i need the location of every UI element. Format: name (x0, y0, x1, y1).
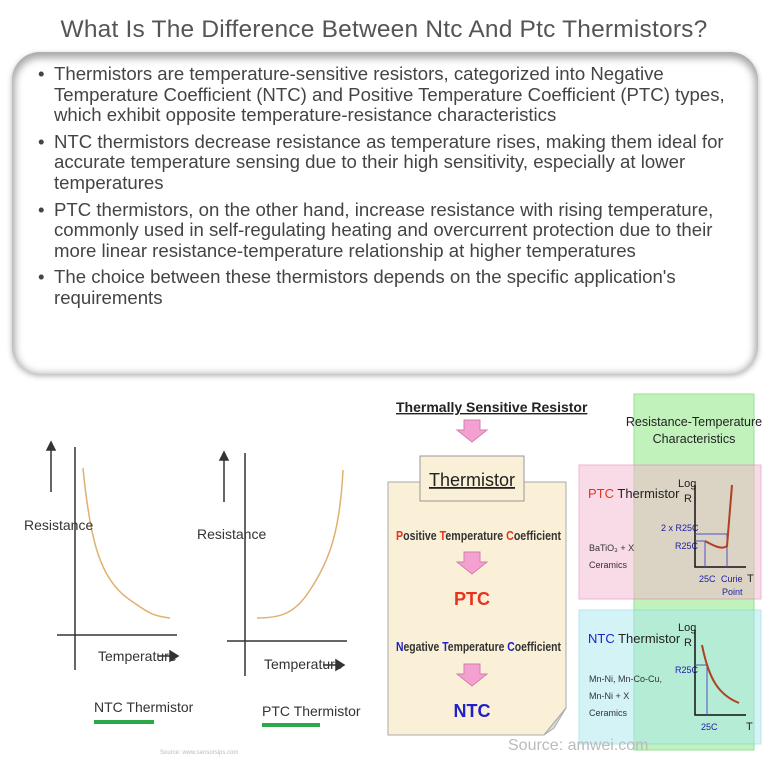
ptc-x-point: Point (722, 587, 743, 597)
ntc-material: Mn-Ni, Mn-Co-Cu, (589, 674, 662, 684)
thermistor-classification-figure: Thermally Sensitive Resistor Thermistor … (387, 393, 762, 754)
box-title: Thermistor (429, 470, 515, 490)
arrow-down-icon (455, 551, 489, 575)
ntc-x-label: Temperature (98, 648, 177, 664)
header: Thermally Sensitive Resistor (396, 399, 588, 415)
ptc-caption: PTC Thermistor (262, 703, 361, 719)
ntc-curve (82, 467, 171, 619)
char-title-1: Resistance-Temperature (626, 415, 762, 429)
bullet-item: NTC thermistors decrease resistance as t… (32, 131, 744, 194)
ptc-x-25c: 25C (699, 574, 716, 584)
ntc-r25-label: R25C (675, 665, 699, 675)
ptc-material: BaTiO₃ + X (589, 543, 634, 553)
ptc-t-label: T (747, 573, 754, 585)
ntc-label: NTC (454, 701, 491, 721)
ptc-label: PTC (454, 589, 490, 609)
ptc-underline (262, 723, 320, 727)
ntc-t-label: T (746, 721, 753, 733)
ptc-log-label: Log (678, 478, 696, 490)
arrow-down-icon (455, 663, 489, 687)
ptc-full-name: Positive Temperature Coefficient (396, 529, 562, 543)
ptc-panel-title: PTC Thermistor (588, 486, 680, 501)
ntc-r-label: R (684, 637, 692, 649)
bullet-item: Thermistors are temperature-sensitive re… (32, 63, 744, 126)
arrow-down-icon (455, 419, 489, 443)
ntc-caption: NTC Thermistor (94, 699, 194, 715)
ptc-curve (256, 469, 344, 619)
ptc-2x-label: 2 x R25C (661, 523, 699, 533)
ptc-r-label: R (684, 493, 692, 505)
ntc-ptc-curves-figure: Resistance Temperature NTC Thermistor Re… (24, 440, 361, 756)
ptc-x-label: Temperature (264, 656, 343, 672)
ntc-panel-title: NTC Thermistor (588, 631, 681, 646)
ptc-material: Ceramics (589, 560, 628, 570)
ptc-rt-curve (704, 484, 733, 549)
ptc-x-curie: Curie (721, 574, 743, 584)
ntc-x-25c: 25C (701, 722, 718, 732)
page-title: What Is The Difference Between Ntc And P… (60, 16, 708, 43)
source-watermark: Source: amwei.com (508, 737, 649, 754)
ptc-r25-label: R25C (675, 541, 699, 551)
bullet-item: PTC thermistors, on the other hand, incr… (32, 199, 744, 262)
ntc-underline (94, 720, 154, 724)
ntc-rt-curve (701, 644, 740, 704)
ntc-material: Ceramics (589, 708, 628, 718)
ntc-y-label: Resistance (24, 517, 93, 533)
ptc-y-label: Resistance (197, 526, 266, 542)
ntc-material: Mn-Ni + X (589, 691, 629, 701)
char-title-2: Characteristics (653, 432, 736, 446)
source-note: Source: www.sensorsips.com (160, 750, 238, 756)
bullet-item: The choice between these thermistors dep… (32, 266, 744, 308)
summary-card: Thermistors are temperature-sensitive re… (12, 52, 758, 374)
ntc-full-name: Negative Temperature Coefficient (396, 640, 562, 654)
ntc-log-label: Log (678, 622, 696, 634)
